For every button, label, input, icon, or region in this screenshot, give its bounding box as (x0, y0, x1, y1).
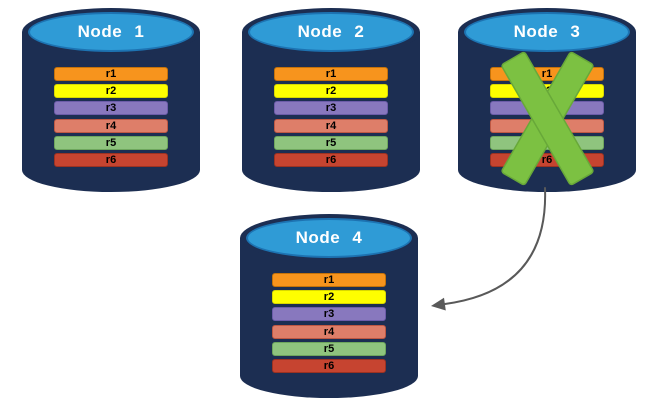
replica-row-r3: r3 (272, 307, 386, 322)
replica-row-r6: r6 (54, 152, 168, 167)
cylinder-top (464, 12, 630, 52)
node-title: Node 3 (513, 22, 581, 41)
arrow-head-icon (431, 297, 446, 311)
replica-row-r5: r5 (490, 135, 604, 150)
replica-row-r4: r4 (274, 118, 388, 133)
replica-row-r4: r4 (54, 118, 168, 133)
replica-row-r2: r2 (272, 290, 386, 305)
replica-row-r4: r4 (272, 324, 386, 339)
node-title: Node 1 (77, 22, 145, 41)
replica-row-r1: r1 (54, 67, 168, 81)
row-list: r1 r2 r3 r4 r5 r6 (272, 273, 386, 373)
replica-row-r3: r3 (490, 101, 604, 116)
cylinder-top (28, 12, 194, 52)
node-4: Node 4 r1 r2 r3 r4 r5 r6 (240, 214, 418, 398)
replica-row-r1: r1 (272, 273, 386, 287)
node-1: Node 1 r1 r2 r3 r4 r5 r6 (22, 8, 200, 192)
replica-row-r1: r1 (490, 67, 604, 81)
node-title: Node 4 (295, 228, 363, 247)
cylinder-top (248, 12, 414, 52)
row-list: r1 r2 r3 r4 r5 r6 (54, 67, 168, 167)
replica-row-r3: r3 (54, 101, 168, 116)
cylinder-top (246, 218, 412, 258)
replica-row-r2: r2 (490, 84, 604, 99)
replica-row-r3: r3 (274, 101, 388, 116)
replica-row-r5: r5 (274, 135, 388, 150)
row-list: r1 r2 r3 r4 r5 r6 (274, 67, 388, 167)
row-list: r1 r2 r3 r4 r5 r6 (490, 67, 604, 167)
replica-row-r5: r5 (54, 135, 168, 150)
replica-row-r6: r6 (490, 152, 604, 167)
replica-row-r1: r1 (274, 67, 388, 81)
node-title: Node 2 (297, 22, 365, 41)
replica-row-r6: r6 (274, 152, 388, 167)
replica-row-r2: r2 (54, 84, 168, 99)
replica-row-r5: r5 (272, 341, 386, 356)
replica-row-r4: r4 (490, 118, 604, 133)
arrow-curve (444, 187, 547, 305)
replica-row-r6: r6 (272, 358, 386, 373)
replica-row-r2: r2 (274, 84, 388, 99)
node-3: Node 3 r1 r2 r3 r4 r5 r6 (458, 8, 636, 192)
node-2: Node 2 r1 r2 r3 r4 r5 r6 (242, 8, 420, 192)
